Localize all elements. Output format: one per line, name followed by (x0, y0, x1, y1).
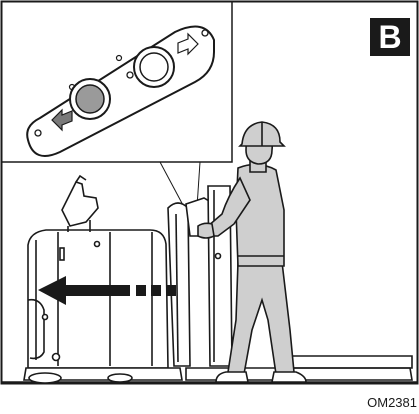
panel-badge: B (370, 18, 410, 56)
forward-button (134, 47, 174, 87)
reverse-button (70, 79, 110, 119)
panel-letter: B (378, 19, 401, 55)
control-plate (27, 27, 214, 156)
pallet-truck (24, 176, 412, 383)
figure-code: OM2381 (367, 395, 417, 410)
